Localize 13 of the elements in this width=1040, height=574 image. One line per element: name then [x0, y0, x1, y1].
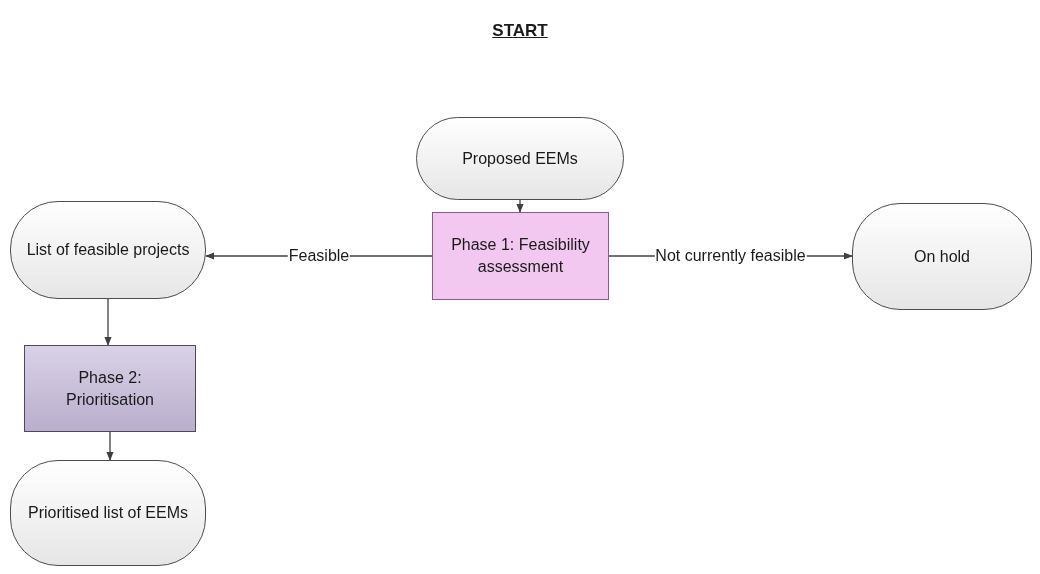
process-box — [432, 212, 609, 300]
node-label: Prioritised list of EEMs — [27, 503, 188, 523]
arrow — [104, 298, 112, 346]
edge-label: Not currently feasible — [654, 246, 807, 266]
node-label: Phase 1: Feasibility assessment — [450, 235, 591, 277]
diagram-title: START — [491, 20, 549, 42]
process-box — [24, 345, 196, 432]
arrow — [106, 431, 114, 461]
node-label: List of feasible projects — [26, 240, 190, 260]
node-label: Phase 2: Prioritisation — [65, 367, 155, 410]
arrow — [516, 199, 524, 213]
node-label: On hold — [913, 246, 970, 267]
node-label: Proposed EEMs — [462, 148, 578, 169]
